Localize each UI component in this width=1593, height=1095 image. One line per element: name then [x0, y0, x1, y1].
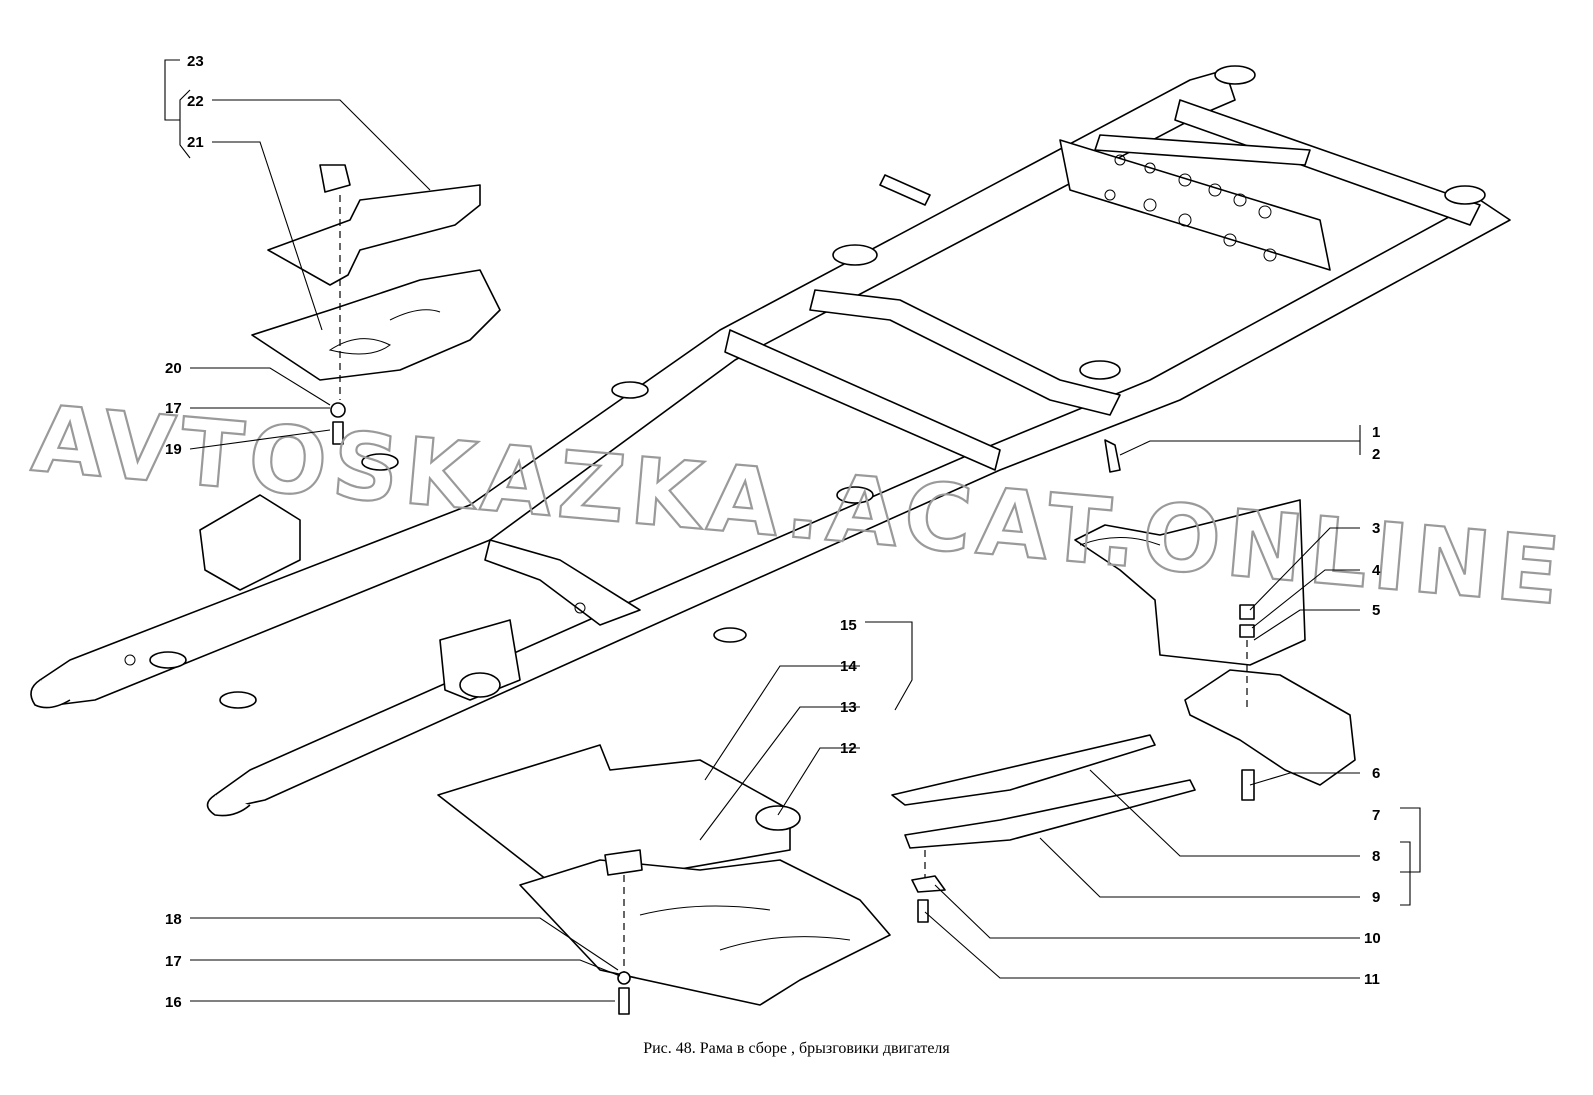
callout-10: 10	[1364, 930, 1381, 947]
callout-6: 6	[1372, 765, 1380, 782]
engine-mount-bracket	[1074, 499, 1356, 801]
callout-9: 9	[1372, 889, 1380, 906]
side-splash-guard	[891, 734, 1196, 923]
vehicle-frame	[30, 65, 1511, 817]
callout-11: 11	[1364, 971, 1380, 988]
engine-splash-guard-left	[251, 164, 501, 445]
callout-20: 20	[165, 360, 182, 377]
callout-23: 23	[187, 53, 204, 70]
engine-splash-guard-front	[437, 744, 891, 1015]
callout-15: 15	[840, 617, 857, 634]
callout-3: 3	[1372, 520, 1380, 537]
callout-4: 4	[1372, 562, 1381, 579]
callout-7: 7	[1372, 807, 1380, 824]
callout-14: 14	[840, 658, 857, 675]
callout-19: 19	[165, 441, 182, 458]
callout-13: 13	[840, 699, 857, 716]
callout-21: 21	[187, 134, 204, 151]
figure-caption: Рис. 48. Рама в сборе , брызговики двига…	[643, 1040, 950, 1057]
callout-labels: 1 2 3 4 5 6 7 8 9 10 11 12 13 14 15 16 1…	[165, 53, 1381, 1011]
callout-2: 2	[1372, 446, 1380, 463]
leader-lines	[164, 59, 1421, 1002]
callout-18: 18	[165, 911, 182, 928]
callout-17a: 17	[165, 400, 182, 417]
callout-5: 5	[1372, 602, 1380, 619]
callout-1: 1	[1372, 424, 1380, 441]
callout-17b: 17	[165, 953, 182, 970]
callout-16: 16	[165, 994, 182, 1011]
callout-12: 12	[840, 740, 857, 757]
callout-22: 22	[187, 93, 204, 110]
callout-8: 8	[1372, 848, 1380, 865]
